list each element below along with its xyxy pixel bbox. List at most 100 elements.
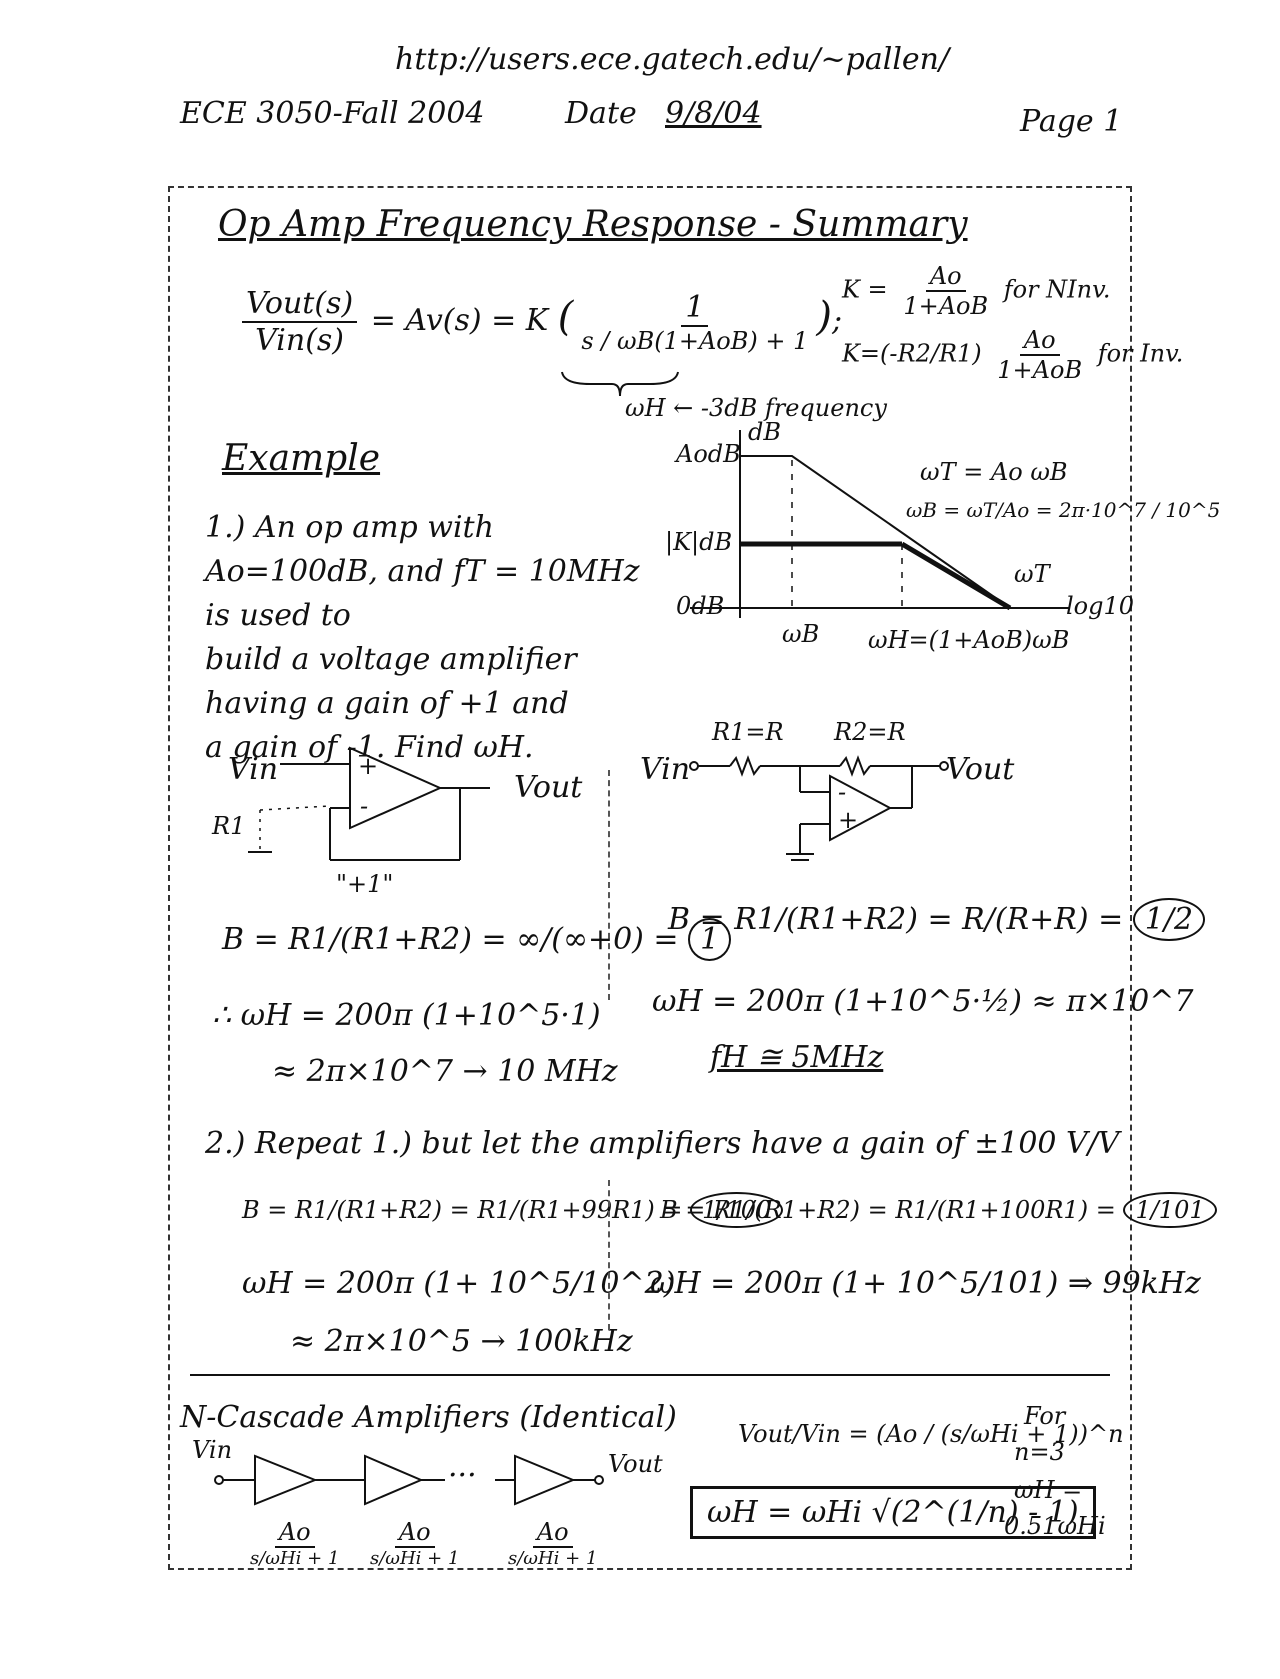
ex1-left-beta-result: 1: [688, 918, 732, 961]
problem1-line2: build a voltage amplifier: [205, 642, 577, 677]
inv-r2-icon: [839, 755, 871, 777]
cascade-stage2-icon: [364, 1454, 424, 1506]
ex1-right-wh: ωH = 200π (1+10^5·½) ≈ π×10^7: [652, 984, 1194, 1019]
problem1-line4: a gain of -1. Find ωH.: [205, 730, 534, 765]
cascade-stage1-icon: [254, 1454, 318, 1506]
ex1-left-beta-text: B = R1/(R1+R2) = ∞/(∞+0) =: [222, 922, 679, 957]
cascade-tf: Vout/Vin = (Ao / (s/ωHi + 1))^n: [738, 1420, 1124, 1448]
k-noninv-num: Ao: [925, 262, 966, 292]
stage1-den: s/ωHi + 1: [250, 1548, 340, 1569]
cascade-for-label: For: [1024, 1402, 1066, 1430]
inv-minus: -: [838, 778, 847, 806]
cascade-heading: N-Cascade Amplifiers (Identical): [180, 1400, 677, 1435]
p2-right-beta-result: 1/101: [1123, 1192, 1217, 1228]
bode-closed-loop-rolloff: [900, 541, 1012, 611]
inv-opamp-icon: [829, 774, 893, 842]
stage3-den: s/ωHi + 1: [508, 1548, 598, 1569]
inv-vout: Vout: [946, 752, 1015, 787]
lhs-numerator: Vout(s): [242, 286, 358, 323]
stage2-num: Ao: [394, 1518, 435, 1548]
bode-eq1: ωT = Ao ωB: [920, 458, 1068, 486]
cascade-vin: Vin: [192, 1436, 233, 1464]
p2-left-wh1: ωH = 200π (1+ 10^5/10^2): [242, 1266, 676, 1301]
date-label: Date: [565, 96, 637, 131]
bode-plot: [690, 430, 1070, 618]
cascade-n-value: n=3: [1014, 1438, 1065, 1466]
p2-right-beta: B = R1/(R1+R2) = R1/(R1+100R1) = 1/101: [660, 1192, 1217, 1228]
section-divider: [190, 1374, 1110, 1376]
noninv-minus: -: [360, 792, 369, 820]
ex1-left-beta: B = R1/(R1+R2) = ∞/(∞+0) = 1: [222, 918, 732, 961]
k-noninv-note: for NInv.: [1003, 275, 1111, 304]
ex1-right-beta: B = R1/(R1+R2) = R/(R+R) = 1/2: [668, 898, 1206, 941]
inv-r1-icon: [729, 755, 761, 777]
bode-x-axis-label: log10: [1066, 592, 1135, 620]
content-frame: [168, 186, 1132, 1570]
inv-vin: Vin: [640, 752, 691, 787]
inv-r2-label: R2=R: [834, 718, 906, 746]
cascade-wh-value: 0.51ωHi: [1004, 1512, 1106, 1540]
ex1-right-fh: fH ≅ 5MHz: [710, 1040, 884, 1075]
ex1-left-wh2: ≈ 2π×10^7 → 10 MHz: [272, 1054, 618, 1089]
column-divider-2: [608, 1180, 610, 1330]
bode-x-wb: ωB: [782, 620, 820, 648]
brace-label: ωH ← -3dB frequency: [625, 394, 887, 422]
bode-y-top: AodB: [676, 440, 741, 468]
bode-eq2: ωB = ωT/Ao = 2π·10^7 / 10^5: [906, 498, 1221, 522]
problem1-text: 1.) An op amp with Ao=100dB, and fT = 10…: [205, 506, 665, 770]
brace-icon: [561, 371, 679, 397]
noninv-opamp-icon: [349, 746, 443, 830]
inner-numerator: 1: [681, 290, 709, 327]
page-number: Page 1: [1020, 104, 1123, 139]
k-noninv-den: 1+AoB: [903, 292, 989, 320]
p2-left-wh2: ≈ 2π×10^5 → 100kHz: [290, 1324, 633, 1359]
noninv-plus: +: [358, 752, 379, 780]
cascade-dots: ···: [448, 1458, 477, 1493]
cascade-stage3-icon: [514, 1454, 576, 1506]
cascade-wh-label: ωH =: [1014, 1476, 1083, 1504]
noninv-gain-label: "+1": [336, 870, 394, 898]
page-title: Op Amp Frequency Response - Summary: [218, 204, 968, 245]
cascade-diagram: [214, 1454, 604, 1506]
header-url: http://users.ece.gatech.edu/~pallen/: [395, 42, 950, 77]
ex1-right-beta-result: 1/2: [1132, 898, 1206, 941]
ex1-left-wh1: ∴ ωH = 200π (1+10^5·1): [212, 998, 601, 1033]
date-value: 9/8/04: [665, 96, 762, 131]
k-inv-note: for Inv.: [1097, 339, 1184, 368]
inv-plus: +: [838, 806, 859, 834]
stage1-num: Ao: [274, 1518, 315, 1548]
bode-wt-label: ωT: [1014, 560, 1050, 588]
noninverting-circuit: [248, 746, 490, 861]
cascade-wh-box: ωH = ωHi √(2^(1/n) - 1): [690, 1486, 1096, 1539]
equation-middle: = Av(s) = K: [370, 303, 549, 338]
inverting-circuit: [689, 755, 949, 861]
k-noninv-lhs: K =: [842, 275, 888, 304]
noninv-r1: R1: [212, 812, 246, 840]
column-divider: [608, 770, 610, 1000]
problem1-line3: having a gain of +1 and: [205, 686, 569, 721]
p2-right-wh: ωH = 200π (1+ 10^5/101) ⇒ 99kHz: [650, 1266, 1201, 1301]
stage3-num: Ao: [532, 1518, 573, 1548]
bode-y-mid: |K|dB: [665, 528, 733, 556]
bode-open-loop-curve: [740, 455, 1011, 609]
bode-y-zero: 0dB: [676, 592, 725, 620]
stage2-den: s/ωHi + 1: [370, 1548, 460, 1569]
problem2-heading: 2.) Repeat 1.) but let the amplifiers ha…: [205, 1126, 1120, 1161]
inv-r1-label: R1=R: [712, 718, 784, 746]
noninv-vin: Vin: [228, 752, 279, 787]
inner-denominator: s / ωB(1+AoB) + 1: [581, 326, 809, 355]
p2-left-beta-text: B = R1/(R1+R2) = R1/(R1+99R1) =: [242, 1196, 683, 1224]
lhs-denominator: Vin(s): [255, 323, 344, 358]
cascade-vout: Vout: [608, 1450, 663, 1478]
ex1-right-beta-text: B = R1/(R1+R2) = R/(R+R) =: [668, 902, 1124, 937]
bode-x-wh: ωH=(1+AoB)ωB: [868, 626, 1070, 654]
bode-y-unit: dB: [748, 418, 781, 446]
k-inv-den: 1+AoB: [997, 356, 1083, 384]
problem1-line1: 1.) An op amp with Ao=100dB, and fT = 10…: [205, 510, 640, 633]
course-label: ECE 3050-Fall 2004: [180, 96, 485, 131]
